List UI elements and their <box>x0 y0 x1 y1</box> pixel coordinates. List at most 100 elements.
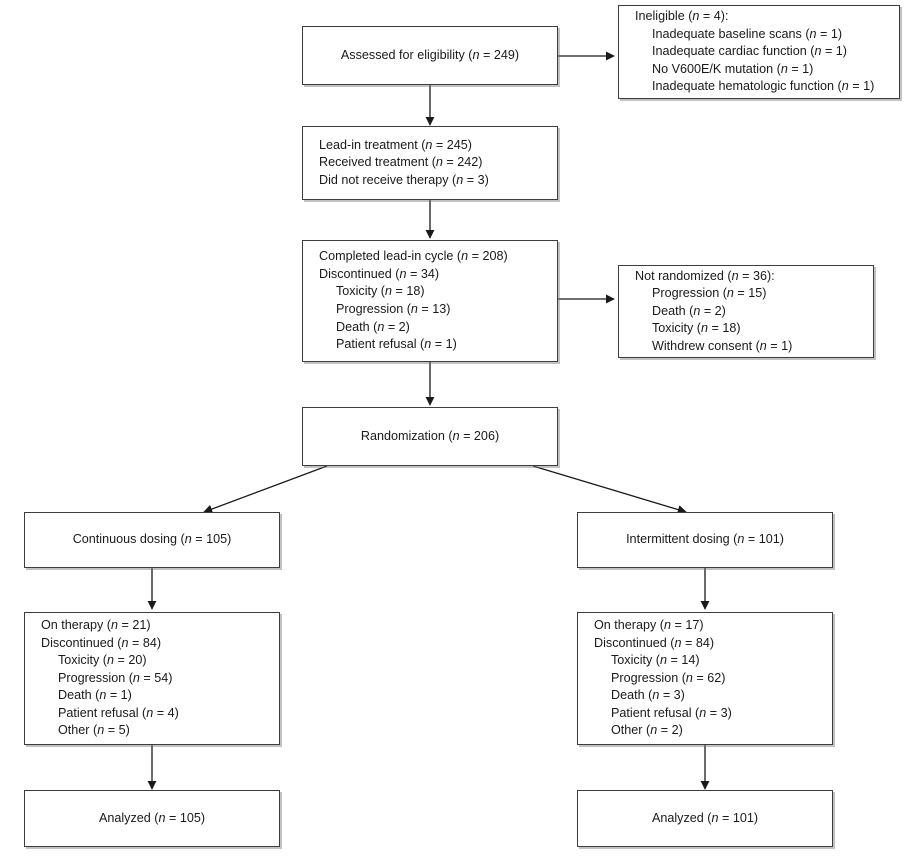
node-line: Randomization (n = 206) <box>360 428 500 443</box>
n-symbol: n <box>111 617 119 632</box>
n-symbol: n <box>699 705 707 720</box>
node-line: Toxicity (n = 18) <box>336 284 425 299</box>
n-symbol: n <box>377 319 385 334</box>
n-symbol: n <box>693 303 701 318</box>
node-line: Progression (n = 13) <box>336 302 451 316</box>
node-line: Progression (n = 62) <box>611 670 726 685</box>
intermittent-dosing-outcomes-content: On therapy (n = 17)Discontinued (n = 84)… <box>578 613 832 744</box>
n-symbol: n <box>461 249 469 264</box>
n-symbol: n <box>184 532 192 547</box>
not-randomized-box: Not randomized (n = 36):Progression (n =… <box>618 265 874 358</box>
node-line: Toxicity (n = 20) <box>58 653 147 668</box>
n-symbol: n <box>424 337 432 352</box>
node-line: Lead-in treatment (n = 245) <box>319 137 472 152</box>
lead-in-treatment-box: Lead-in treatment (n = 245) Received trea… <box>302 126 558 200</box>
n-symbol: n <box>158 810 166 825</box>
n-symbol: n <box>726 286 734 301</box>
analyzed-intermittent-content: Analyzed (n = 101) <box>578 791 832 846</box>
n-symbol: n <box>472 47 480 62</box>
node-line: Intermittent dosing (n = 101) <box>626 532 784 547</box>
node-line: Patient refusal (n = 3) <box>611 705 732 720</box>
analyzed-continuous-box: Analyzed (n = 105) <box>24 790 280 847</box>
n-symbol: n <box>452 428 460 443</box>
intermittent-dosing-outcomes-box: On therapy (n = 17)Discontinued (n = 84)… <box>577 612 833 745</box>
node-line: Received treatment (n = 242) <box>319 155 483 170</box>
assessed-for-eligibility-box: Assessed for eligibility (n = 249) <box>302 26 558 85</box>
n-symbol: n <box>650 723 658 738</box>
continuous-dosing-outcomes-content: On therapy (n = 21) Discontinued (n = 84)… <box>25 613 279 744</box>
lead-in-treatment-content: Lead-in treatment (n = 245) Received trea… <box>303 127 557 199</box>
n-symbol: n <box>435 155 443 170</box>
node-line: Patient refusal (n = 4) <box>58 705 179 720</box>
node-line: Inadequate baseline scans (n = 1) <box>652 26 843 41</box>
n-symbol: n <box>146 705 154 720</box>
node-line: No V600E/K mutation (n = 1) <box>652 61 814 76</box>
node-line: Death (n = 3) <box>611 688 685 703</box>
node-line: Death (n = 2) <box>336 319 410 334</box>
node-line: Discontinued (n = 34) <box>319 266 440 281</box>
n-symbol: n <box>106 653 114 668</box>
node-line: Discontinued (n = 84) <box>41 635 162 650</box>
node-line: Continuous dosing (n = 105) <box>72 532 232 547</box>
node-line: Inadequate hematologic function (n = 1) <box>652 79 875 94</box>
n-symbol: n <box>685 670 693 685</box>
n-symbol: n <box>664 617 672 632</box>
node-line: Analyzed (n = 105) <box>98 810 206 825</box>
randomization-box: Randomization (n = 206) <box>302 407 558 466</box>
assessed-for-eligibility-content: Assessed for eligibility (n = 249) <box>303 27 557 84</box>
continuous-dosing-content: Continuous dosing (n = 105) <box>25 513 279 567</box>
node-line: Withdrew consent (n = 1) <box>652 338 793 353</box>
n-symbol: n <box>425 137 433 152</box>
n-symbol: n <box>659 653 667 668</box>
completed-lead-in-cycle-content: Completed lead-in cycle (n = 208) Discont… <box>303 241 557 361</box>
n-symbol: n <box>711 810 719 825</box>
node-line: Discontinued (n = 84) <box>594 635 715 650</box>
n-symbol: n <box>731 268 739 283</box>
ineligible-box: Ineligible (n = 4): Inadequate baseline s… <box>618 5 900 99</box>
n-symbol: n <box>652 688 660 703</box>
n-symbol: n <box>410 302 418 316</box>
node-line: Toxicity (n = 18) <box>652 321 741 336</box>
n-symbol: n <box>456 172 464 187</box>
n-symbol: n <box>399 266 407 281</box>
n-symbol: n <box>780 61 788 76</box>
continuous-dosing-outcomes-box: On therapy (n = 21) Discontinued (n = 84)… <box>24 612 280 745</box>
randomization-content: Randomization (n = 206) <box>303 408 557 465</box>
n-symbol: n <box>692 9 700 24</box>
node-line: Assessed for eligibility (n = 249) <box>340 47 520 62</box>
n-symbol: n <box>841 79 849 94</box>
node-line: Completed lead-in cycle (n = 208) <box>319 249 508 264</box>
node-line: Progression (n = 54) <box>58 670 173 685</box>
n-symbol: n <box>121 635 129 650</box>
node-line: Patient refusal (n = 1) <box>336 337 457 352</box>
not-randomized-content: Not randomized (n = 36):Progression (n =… <box>619 266 873 357</box>
n-symbol: n <box>814 44 822 59</box>
n-symbol: n <box>737 532 745 547</box>
connector-randomization-to-continuous <box>203 465 328 514</box>
node-line: Death (n = 2) <box>652 303 726 318</box>
n-symbol: n <box>97 723 105 738</box>
node-line: Other (n = 5) <box>58 723 130 738</box>
node-line: On therapy (n = 21) <box>41 617 151 632</box>
node-line: Death (n = 1) <box>58 688 132 703</box>
intermittent-dosing-content: Intermittent dosing (n = 101) <box>578 513 832 567</box>
n-symbol: n <box>809 26 817 41</box>
n-symbol: n <box>674 635 682 650</box>
n-symbol: n <box>759 338 767 353</box>
node-line: Toxicity (n = 14) <box>611 653 700 668</box>
n-symbol: n <box>700 321 708 336</box>
n-symbol: n <box>384 284 392 299</box>
connector-randomization-to-intermittent <box>532 465 687 514</box>
node-line: Inadequate cardiac function (n = 1) <box>652 44 848 59</box>
completed-lead-in-cycle-box: Completed lead-in cycle (n = 208) Discont… <box>302 240 558 362</box>
node-line: Other (n = 2) <box>611 723 683 738</box>
node-line: Analyzed (n = 101) <box>651 810 759 825</box>
n-symbol: n <box>99 688 107 703</box>
node-line: Did not receive therapy (n = 3) <box>319 172 489 187</box>
ineligible-content: Ineligible (n = 4): Inadequate baseline s… <box>619 6 899 98</box>
analyzed-continuous-content: Analyzed (n = 105) <box>25 791 279 846</box>
node-line: Ineligible (n = 4): <box>635 9 729 24</box>
node-line: Progression (n = 15) <box>652 286 767 301</box>
n-symbol: n <box>132 670 140 685</box>
